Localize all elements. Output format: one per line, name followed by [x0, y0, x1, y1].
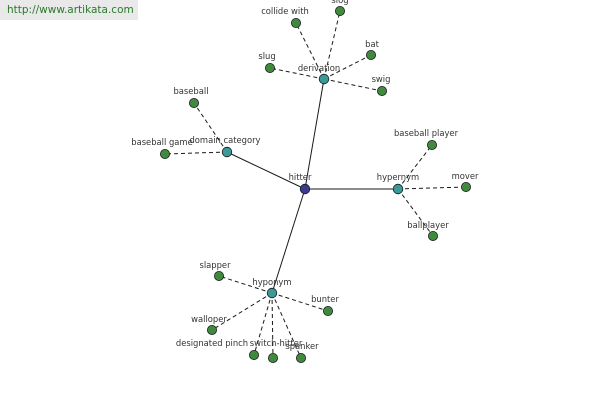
leaf-label-baseball-player: baseball player: [394, 128, 459, 138]
leaf-node-collide-with[interactable]: [290, 17, 301, 28]
leaf-node-spanker[interactable]: [295, 352, 306, 363]
category-label-domain-category: domain category: [189, 135, 260, 145]
leaf-node-mover[interactable]: [460, 181, 471, 192]
leaf-node-switch-hitter[interactable]: [267, 352, 278, 363]
edge-center-hyponym: [271, 188, 306, 294]
category-label-hyponym: hyponym: [252, 277, 291, 287]
edge-hypernym-baseball-player: [397, 144, 433, 190]
leaf-node-bunter[interactable]: [322, 305, 333, 316]
edge-center-derivation: [304, 78, 325, 190]
labels-layer: collide with slog bat swig slug derivation bas…: [131, 0, 479, 351]
leaf-label-swig: swig: [372, 74, 391, 84]
leaf-node-walloper[interactable]: [206, 324, 217, 335]
leaf-node-designated-pinch[interactable]: [248, 349, 259, 360]
category-label-derivation: derivation: [298, 63, 340, 73]
edge-center-domain-category: [226, 151, 306, 190]
category-node-hypernym[interactable]: [392, 183, 404, 195]
leaf-label-collide-with: collide with: [261, 6, 309, 16]
nodes-layer: [159, 6, 471, 363]
leaf-node-slog[interactable]: [334, 6, 345, 16]
leaf-node-bat[interactable]: [365, 50, 376, 61]
watermark-bar: http://www.artikata.com: [0, 0, 138, 20]
leaf-node-slug[interactable]: [264, 63, 275, 74]
edge-derivation-bat: [323, 54, 372, 80]
edge-hyponym-switch-hitter: [271, 292, 274, 359]
leaf-label-bat: bat: [365, 39, 379, 49]
leaf-label-baseball: baseball: [173, 86, 208, 96]
leaf-node-ballplayer[interactable]: [427, 230, 438, 241]
edge-domain-category-baseball: [193, 102, 228, 153]
category-node-hyponym[interactable]: [266, 287, 278, 299]
leaf-node-slapper[interactable]: [213, 270, 224, 281]
edge-derivation-swig: [323, 78, 383, 92]
edge-hypernym-mover: [397, 186, 467, 190]
edge-hyponym-slapper: [218, 275, 273, 294]
center-node[interactable]: [299, 183, 311, 195]
leaf-label-spanker: spanker: [285, 341, 319, 351]
watermark-url[interactable]: http://www.artikata.com: [7, 4, 134, 16]
leaf-node-baseball[interactable]: [188, 98, 199, 109]
leaf-label-baseball-game: baseball game: [131, 137, 193, 147]
leaf-node-baseball-player[interactable]: [426, 139, 437, 150]
edge-hyponym-walloper: [211, 292, 273, 331]
center-label: hitter: [289, 172, 312, 182]
leaf-node-swig[interactable]: [376, 86, 387, 97]
edge-derivation-slog: [323, 10, 341, 80]
leaf-label-bunter: bunter: [311, 294, 339, 304]
leaf-label-slug: slug: [258, 51, 275, 61]
leaf-label-ballplayer: ballplayer: [407, 220, 449, 230]
edge-hypernym-ballplayer: [397, 188, 434, 237]
leaf-node-baseball-game[interactable]: [159, 148, 170, 159]
edge-derivation-collide-with: [295, 22, 325, 80]
edges-layer: [164, 10, 467, 359]
edge-hyponym-spanker: [271, 292, 302, 359]
leaf-label-walloper: walloper: [191, 314, 227, 324]
leaf-label-slapper: slapper: [199, 260, 231, 270]
edge-domain-category-baseball-game: [164, 151, 228, 155]
leaf-label-mover: mover: [452, 171, 479, 181]
leaf-label-switch-hitter: switch-hitter: [250, 338, 303, 348]
leaf-label-designated-pinch: designated pinch: [176, 338, 248, 348]
leaf-label-slog: slog: [331, 0, 348, 5]
edge-hyponym-designated-pinch: [253, 292, 273, 356]
category-node-derivation[interactable]: [318, 73, 330, 85]
category-label-hypernym: hypernym: [377, 172, 419, 182]
category-node-domain-category[interactable]: [221, 146, 233, 158]
edge-hyponym-bunter: [271, 292, 329, 312]
edge-derivation-slug: [269, 67, 325, 80]
